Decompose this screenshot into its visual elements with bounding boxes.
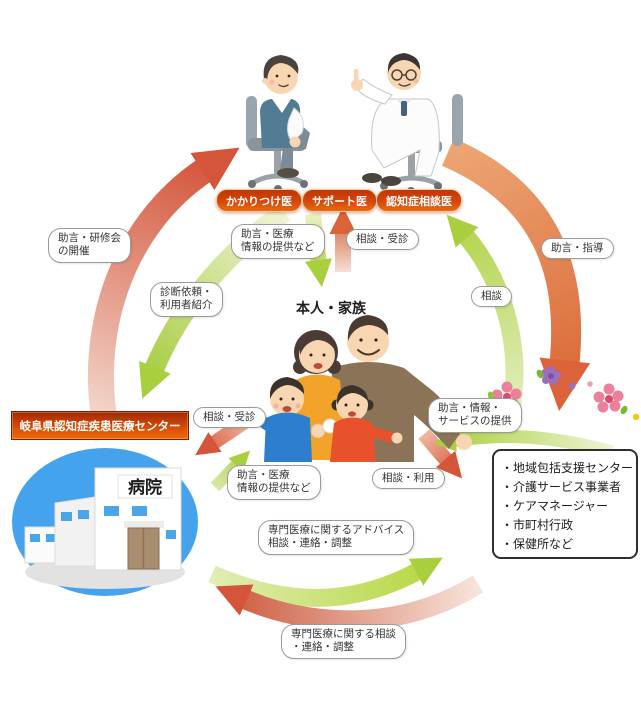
- bubble-specialist-advice: 専門医療に関するアドバイス 相談・連絡・調整: [258, 520, 415, 555]
- bubble-advice-medical-info-bottom: 助言・医療 情報の提供など: [227, 465, 321, 500]
- arrow-hospital-to-community-advice: [208, 557, 443, 607]
- bubble-consult-use: 相談・利用: [372, 468, 445, 490]
- hospital-sign-label: 病院: [128, 477, 162, 497]
- bubble-consult-visit-left: 相談・受診: [193, 407, 266, 429]
- purple-flower-icon: [541, 366, 561, 385]
- community-item: ・ケアマネージャー: [501, 498, 609, 513]
- flowers-decoration: [487, 366, 640, 421]
- bubble-consult-visit-top: 相談・受診: [346, 229, 419, 251]
- patient-figure: [260, 55, 310, 178]
- bubble-consult-right: 相談: [471, 286, 512, 308]
- community-services-box: ・地域包括支援センター ・介護サービス事業者 ・ケアマネージャー ・市町村行政 …: [492, 449, 638, 559]
- arrow-center-to-doctors: [87, 147, 240, 441]
- bubble-advice-medical-info-top: 助言・医療 情報の提供など: [231, 224, 325, 259]
- community-item: ・市町村行政: [501, 517, 574, 532]
- center-banner: 岐阜県認知症疾患医療センター: [11, 411, 189, 440]
- bubble-specialist-consult: 専門医療に関する相談 ・連絡・調整: [281, 624, 406, 659]
- bubble-diagnosis-referral: 診断依頼・ 利用者紹介: [150, 282, 223, 317]
- doctor-figure: [351, 53, 440, 186]
- pill-dementia-consult-doctor: 認知症相談医: [376, 189, 462, 212]
- community-item: ・保健所など: [501, 536, 574, 551]
- arrow-community-to-hospital-consult: [215, 575, 484, 631]
- pill-family-doctor: かかりつけ医: [216, 189, 303, 212]
- community-item: ・介護サービス事業者: [501, 479, 622, 494]
- family-illustration: [244, 315, 472, 462]
- doctors-illustration: [246, 53, 463, 195]
- bubble-advice-training: 助言・研修会 の開催: [48, 228, 131, 263]
- family-label: 本人・家族: [296, 300, 366, 316]
- community-item: ・地域包括支援センター: [501, 461, 634, 475]
- pill-support-doctor: サポート医: [302, 189, 377, 212]
- bubble-advice-guidance: 助言・指導: [541, 238, 614, 260]
- bubble-advice-info-service: 助言・情報・ サービスの提供: [428, 398, 522, 433]
- hospital-illustration: 病院: [12, 448, 198, 596]
- pink-flower-icon: [593, 383, 624, 413]
